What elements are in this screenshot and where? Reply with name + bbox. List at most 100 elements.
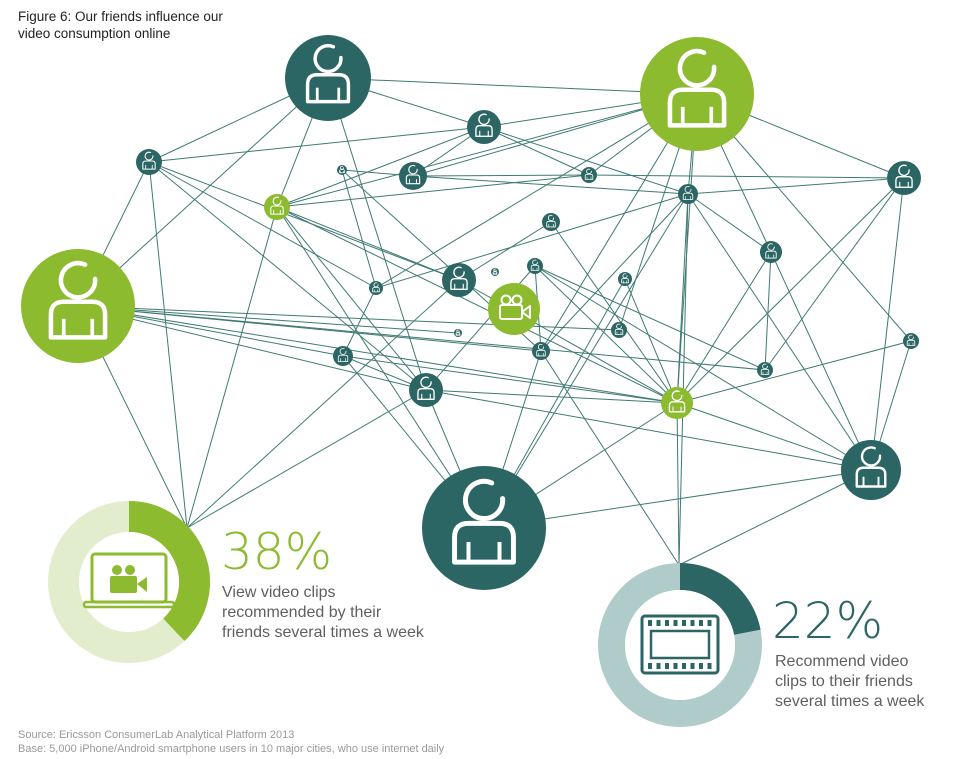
connection-line — [678, 469, 872, 566]
connection-line — [678, 193, 689, 566]
person-node — [422, 466, 546, 590]
person-icon — [142, 151, 156, 170]
stat-recommend-line3: several times a week — [775, 693, 925, 710]
connection-line — [687, 193, 872, 471]
connection-line — [540, 193, 689, 352]
connection-line — [342, 355, 678, 404]
stat-view-line2: recommended by their — [222, 604, 382, 621]
person-icon — [339, 165, 345, 174]
node-circle — [264, 194, 290, 220]
person-node — [467, 110, 501, 144]
person-node — [581, 167, 597, 183]
connection-line — [676, 402, 872, 471]
person-node — [640, 37, 754, 151]
node-circle — [640, 37, 754, 151]
person-icon — [475, 113, 493, 138]
figure-title-line1: Figure 6: Our friends influence our — [18, 9, 223, 24]
node-circle — [757, 362, 773, 378]
connection-line — [327, 77, 698, 95]
stat-view-line1: View video clips — [222, 584, 336, 601]
person-node — [611, 322, 627, 338]
person-node — [285, 35, 371, 121]
person-node — [532, 342, 550, 360]
node-circle — [581, 167, 597, 183]
connection-line — [77, 305, 427, 391]
connection-line — [412, 174, 590, 177]
person-node — [760, 241, 782, 263]
connection-line — [148, 161, 188, 529]
connection-line — [276, 174, 590, 208]
person-node — [409, 373, 443, 407]
node-circle — [532, 342, 550, 360]
person-node — [903, 333, 919, 349]
connection-line — [676, 340, 912, 404]
donut-recommend-arc — [679, 563, 761, 636]
person-node — [21, 249, 135, 363]
node-circle — [760, 241, 782, 263]
donut-recommend — [598, 563, 762, 727]
stat-recommend-percent: 22% — [772, 592, 884, 650]
connection-line — [77, 305, 766, 371]
connection-line — [412, 175, 689, 195]
node-circle — [285, 35, 371, 121]
video-camera-icon — [499, 294, 531, 320]
person-icon — [372, 282, 380, 293]
connection-line — [375, 193, 689, 289]
film-strip-icon — [640, 614, 720, 675]
connection-line — [588, 174, 905, 179]
donut-view — [48, 501, 210, 663]
person-node — [369, 281, 383, 295]
node-circle — [467, 110, 501, 144]
person-icon — [855, 446, 887, 488]
video-camera-node — [488, 283, 540, 335]
person-icon — [455, 329, 461, 336]
connection-line — [624, 278, 678, 404]
person-node — [661, 387, 693, 419]
connection-line — [186, 206, 278, 529]
connection-line — [276, 206, 460, 281]
person-icon — [405, 164, 421, 185]
person-icon — [668, 390, 686, 413]
person-node — [399, 162, 427, 190]
connection-line — [764, 177, 905, 371]
stat-view-percent: 38% — [221, 523, 333, 581]
connection-line — [483, 469, 872, 529]
connection-line — [327, 77, 427, 391]
node-circle — [442, 263, 476, 297]
connection-line — [186, 389, 427, 529]
node-circle — [21, 249, 135, 363]
network-nodes — [21, 35, 921, 590]
node-circle — [887, 161, 921, 195]
node-circle — [422, 466, 546, 590]
connection-line — [764, 251, 772, 371]
connection-line — [550, 221, 678, 404]
footer-source: Source: Ericsson ConsumerLab Analytical … — [18, 729, 295, 741]
connection-line — [483, 193, 689, 529]
figure-title: Figure 6: Our friends influence our vide… — [18, 8, 278, 42]
connection-line — [483, 126, 590, 176]
connection-line — [342, 287, 377, 357]
node-circle — [661, 387, 693, 419]
connection-line — [534, 265, 872, 471]
node-circle — [678, 184, 698, 204]
connection-line — [425, 389, 872, 471]
person-icon — [48, 260, 108, 340]
connection-line — [276, 126, 485, 208]
person-icon — [452, 478, 516, 565]
person-icon — [417, 376, 435, 401]
node-circle — [903, 333, 919, 349]
connection-line — [148, 161, 377, 289]
laptop-video-icon — [82, 552, 176, 609]
stat-recommend-description: Recommend video clips to their friends s… — [775, 652, 924, 712]
node-circle — [136, 149, 162, 175]
stat-view-description: View video clips recommended by their fr… — [222, 583, 424, 643]
person-node — [136, 149, 162, 175]
connection-line — [276, 206, 427, 391]
person-icon — [337, 348, 349, 362]
stat-recommend-line2: clips to their friends — [775, 673, 913, 690]
connection-line — [148, 161, 460, 281]
person-icon — [621, 273, 629, 284]
connection-line — [425, 389, 678, 404]
connection-line — [687, 193, 772, 253]
